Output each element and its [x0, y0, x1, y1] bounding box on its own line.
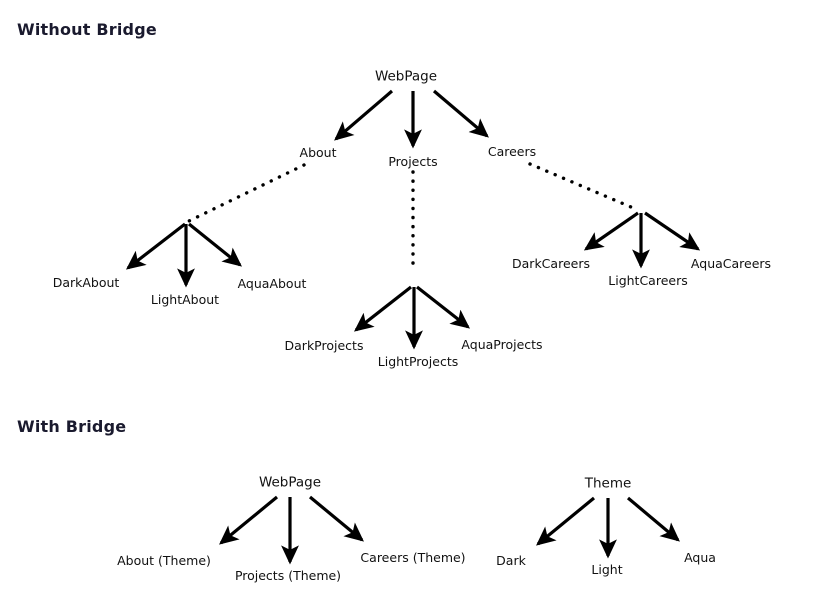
- node-projects[interactable]: Projects: [388, 153, 438, 169]
- node-darkcareers[interactable]: DarkCareers: [512, 255, 590, 271]
- edge-bridge-webpage-to-about: [219, 495, 279, 545]
- node-theme-light[interactable]: Light: [591, 561, 623, 577]
- node-webpage-root[interactable]: WebPage: [374, 68, 438, 85]
- node-theme-dark[interactable]: Dark: [496, 552, 526, 568]
- node-darkabout[interactable]: DarkAbout: [52, 274, 120, 290]
- node-bridge-about-theme[interactable]: About (Theme): [117, 552, 211, 568]
- node-theme-aqua[interactable]: Aqua: [684, 549, 716, 565]
- node-theme-root[interactable]: Theme: [584, 475, 632, 492]
- node-lightcareers[interactable]: LightCareers: [608, 272, 688, 288]
- node-lightabout[interactable]: LightAbout: [150, 291, 220, 307]
- edge-junction-to-aquaprojects: [416, 285, 471, 329]
- edge-bridge-webpage-to-careers: [308, 495, 364, 542]
- edge-webpage-to-about: [334, 89, 394, 141]
- node-aquaprojects[interactable]: AquaProjects: [461, 336, 543, 352]
- edge-theme-to-dark: [536, 496, 596, 546]
- node-about[interactable]: About: [299, 144, 337, 160]
- edge-careers-to-junction-dotted: [528, 162, 640, 212]
- edge-theme-to-aqua: [626, 496, 680, 542]
- node-bridge-projects-theme[interactable]: Projects (Theme): [234, 567, 342, 583]
- edge-junction-to-darkprojects: [353, 285, 412, 332]
- section-heading-with-bridge: With Bridge: [17, 417, 127, 436]
- node-aquaabout[interactable]: AquaAbout: [237, 275, 307, 291]
- edge-webpage-to-careers: [432, 89, 489, 138]
- node-darkprojects[interactable]: DarkProjects: [284, 337, 364, 353]
- node-careers[interactable]: Careers: [487, 143, 537, 159]
- node-aquacareers[interactable]: AquaCareers: [690, 255, 772, 271]
- edge-junction-to-aquaabout: [187, 222, 242, 267]
- edge-about-to-junction-dotted: [187, 163, 306, 223]
- node-bridge-webpage-root[interactable]: WebPage: [258, 474, 322, 491]
- edge-junction-to-darkcareers: [583, 211, 639, 251]
- node-lightprojects[interactable]: LightProjects: [377, 353, 459, 369]
- edge-junction-to-darkabout: [125, 222, 186, 270]
- edge-junction-to-aquacareers: [644, 211, 701, 251]
- node-bridge-careers-theme[interactable]: Careers (Theme): [360, 549, 466, 565]
- section-heading-without-bridge: Without Bridge: [17, 20, 157, 39]
